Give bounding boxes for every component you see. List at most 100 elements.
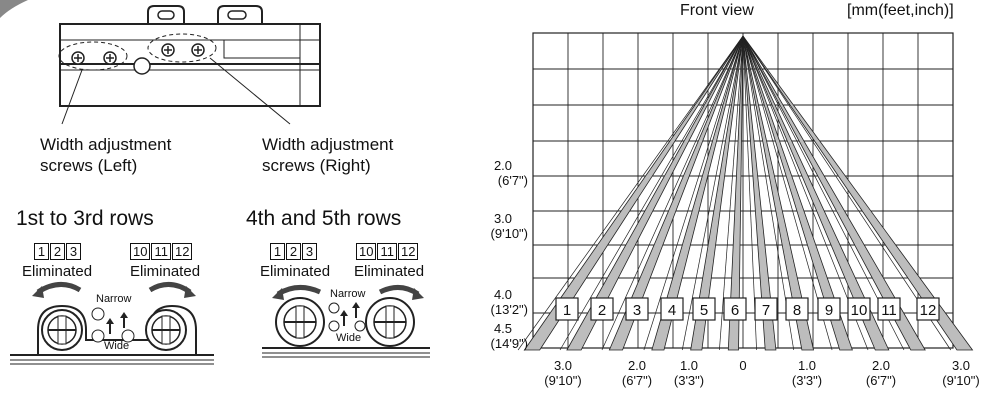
zone-box: 2 <box>50 243 65 260</box>
eliminated-caption-left-g2: Eliminated <box>260 263 331 280</box>
zone-box <box>555 297 579 321</box>
x-label: 1.0(3'3") <box>777 358 837 388</box>
zone-label: 7 <box>762 302 770 319</box>
x-label-value: 3.0 <box>951 358 971 373</box>
x-label-value: 1.0 <box>797 358 817 373</box>
zone-label: 5 <box>700 302 708 319</box>
x-label: 3.0(9'10") <box>533 358 593 388</box>
zone-box <box>590 297 614 321</box>
x-label-imperial: (9'10") <box>544 373 582 388</box>
x-label-value: 2.0 <box>871 358 891 373</box>
zone-box: 11 <box>151 243 171 260</box>
y-label-value: 4.5 <box>493 321 513 336</box>
y-label-value: 3.0 <box>493 211 513 226</box>
detection-beam <box>651 35 744 351</box>
detection-beam <box>742 35 974 351</box>
callout-left-line1: Width adjustment <box>40 135 172 154</box>
beam-edge-line <box>719 35 744 351</box>
detection-beam <box>742 35 815 351</box>
zone-box <box>785 297 809 321</box>
beam-edge-line <box>742 35 905 351</box>
x-label: 1.0(3'3") <box>659 358 719 388</box>
zone-label: 4 <box>668 302 676 319</box>
beam-edge-line <box>742 35 757 351</box>
detection-beam <box>608 35 744 351</box>
callout-right-line1: Width adjustment <box>262 135 394 154</box>
zone-box <box>625 297 649 321</box>
zone-box: 10 <box>130 243 151 260</box>
narrow-label-g2: Narrow <box>330 288 366 300</box>
zone-label: 12 <box>920 302 937 319</box>
zone-label: 3 <box>633 302 641 319</box>
y-label-imperial: (13'2") <box>490 302 528 317</box>
beam-edge-line <box>742 35 869 351</box>
group-title-rows-1-3: 1st to 3rd rows <box>16 207 154 230</box>
detection-beam <box>742 35 926 351</box>
mechanism-rows-4-5 <box>262 285 430 358</box>
x-label: 2.0(6'7") <box>851 358 911 388</box>
group-title-rows-4-5: 4th and 5th rows <box>246 207 402 230</box>
zone-label: 10 <box>851 302 868 319</box>
detection-beam <box>566 35 744 351</box>
zone-box: 2 <box>286 243 301 260</box>
zone-box <box>817 297 841 321</box>
detection-beam <box>523 35 744 351</box>
callout-right-line2: screws (Right) <box>262 156 371 175</box>
eliminated-caption-left-g1: Eliminated <box>22 263 93 280</box>
zone-box <box>660 297 684 321</box>
callout-left-line2: screws (Left) <box>40 156 138 175</box>
zone-label: 9 <box>825 302 833 319</box>
zone-box: 12 <box>397 243 419 260</box>
zone-box: 12 <box>171 243 193 260</box>
y-label: 3.0(9'10") <box>478 211 528 241</box>
zone-label: 11 <box>881 302 897 319</box>
detection-beam <box>727 35 744 351</box>
detection-beam <box>742 35 777 351</box>
zone-box <box>877 297 901 321</box>
x-label-value: 0 <box>739 358 747 373</box>
x-label-imperial: (3'3") <box>673 373 705 388</box>
beam-edge-line <box>742 35 833 351</box>
x-label-imperial: (6'7") <box>621 373 653 388</box>
zone-box <box>916 297 940 321</box>
zone-box <box>847 297 871 321</box>
beam-edge-line <box>742 35 795 351</box>
zone-box <box>754 297 778 321</box>
y-label-imperial: (6'7") <box>497 173 528 188</box>
eliminated-caption-right-g1: Eliminated <box>130 263 201 280</box>
x-label: 0 <box>713 358 773 373</box>
beam-edge-line <box>681 35 744 351</box>
zone-label: 8 <box>793 302 801 319</box>
zone-box: 11 <box>377 243 397 260</box>
y-label: 2.0(6'7") <box>478 158 528 188</box>
mechanism-rows-1-3 <box>10 282 214 365</box>
wide-label-g2: Wide <box>336 332 362 344</box>
wide-label-g1: Wide <box>104 340 130 352</box>
front-view-title: Front view <box>680 2 754 19</box>
zone-box <box>692 297 716 321</box>
zone-label: 6 <box>731 302 739 319</box>
y-label: 4.5(14'9") <box>478 321 528 351</box>
x-label-imperial: (6'7") <box>865 373 897 388</box>
zone-box: 1 <box>270 243 285 260</box>
zone-label: 2 <box>598 302 606 319</box>
beam-edge-line <box>742 35 952 351</box>
zone-box: 10 <box>356 243 377 260</box>
x-label: 3.0(9'10") <box>931 358 991 388</box>
eliminated-caption-right-g2: Eliminated <box>354 263 425 280</box>
zone-box: 3 <box>302 243 317 260</box>
detection-beam <box>742 35 853 351</box>
x-label: 2.0(6'7") <box>607 358 667 388</box>
x-label-value: 1.0 <box>679 358 699 373</box>
detection-beam <box>690 35 744 351</box>
y-label-imperial: (14'9") <box>490 336 528 351</box>
units-label: [mm(feet,inch)] <box>847 2 954 19</box>
detection-beam <box>742 35 890 351</box>
y-label-value: 2.0 <box>493 158 513 173</box>
zone-box <box>723 297 747 321</box>
